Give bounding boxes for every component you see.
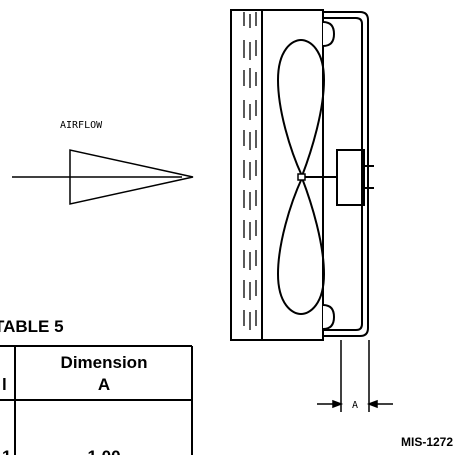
airflow-arrow — [12, 149, 194, 205]
table-cell: 1 — [2, 447, 11, 455]
dimension-a-label: A — [352, 400, 358, 411]
shroud-notch — [322, 21, 336, 330]
table-header-col2-line1: Dimension — [61, 353, 148, 372]
fan-blade — [276, 38, 326, 316]
dimension-a — [317, 340, 393, 412]
table-grid — [0, 345, 193, 455]
airflow-label: AIRFLOW — [60, 120, 103, 131]
table-header-col1: l — [2, 375, 7, 394]
table-header-col2-line2: A — [98, 375, 110, 394]
mounting-bracket — [323, 11, 369, 337]
fan-motor — [305, 149, 374, 206]
table-cell: 1.00 — [87, 447, 120, 455]
fan-hub — [297, 173, 306, 181]
figure-code: MIS-1272 — [401, 435, 453, 449]
radiator-block — [230, 9, 324, 341]
table-title: TABLE 5 — [0, 317, 64, 336]
